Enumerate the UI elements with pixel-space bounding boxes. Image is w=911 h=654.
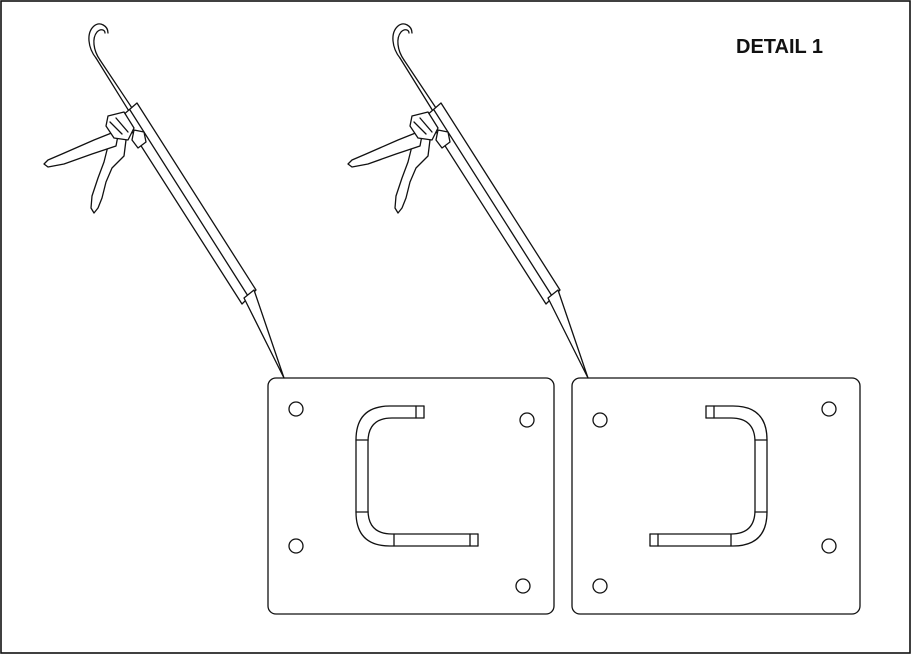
- bent-rod: [649, 405, 768, 547]
- screw-hole-icon: [592, 412, 608, 428]
- caulk-gun-icon: [347, 23, 589, 379]
- screw-hole-icon: [288, 401, 304, 417]
- caulk-gun-icon: [43, 23, 285, 379]
- mounting-plate-left: [267, 377, 555, 615]
- screw-hole-icon: [519, 412, 535, 428]
- screw-hole-icon: [592, 578, 608, 594]
- screw-hole-icon: [821, 538, 837, 554]
- screw-hole-icon: [288, 538, 304, 554]
- bent-rod: [355, 405, 479, 547]
- screw-hole-icon: [515, 578, 531, 594]
- screw-hole-icon: [821, 401, 837, 417]
- mounting-plate-right: [571, 377, 861, 615]
- detail-title: DETAIL 1: [736, 36, 824, 58]
